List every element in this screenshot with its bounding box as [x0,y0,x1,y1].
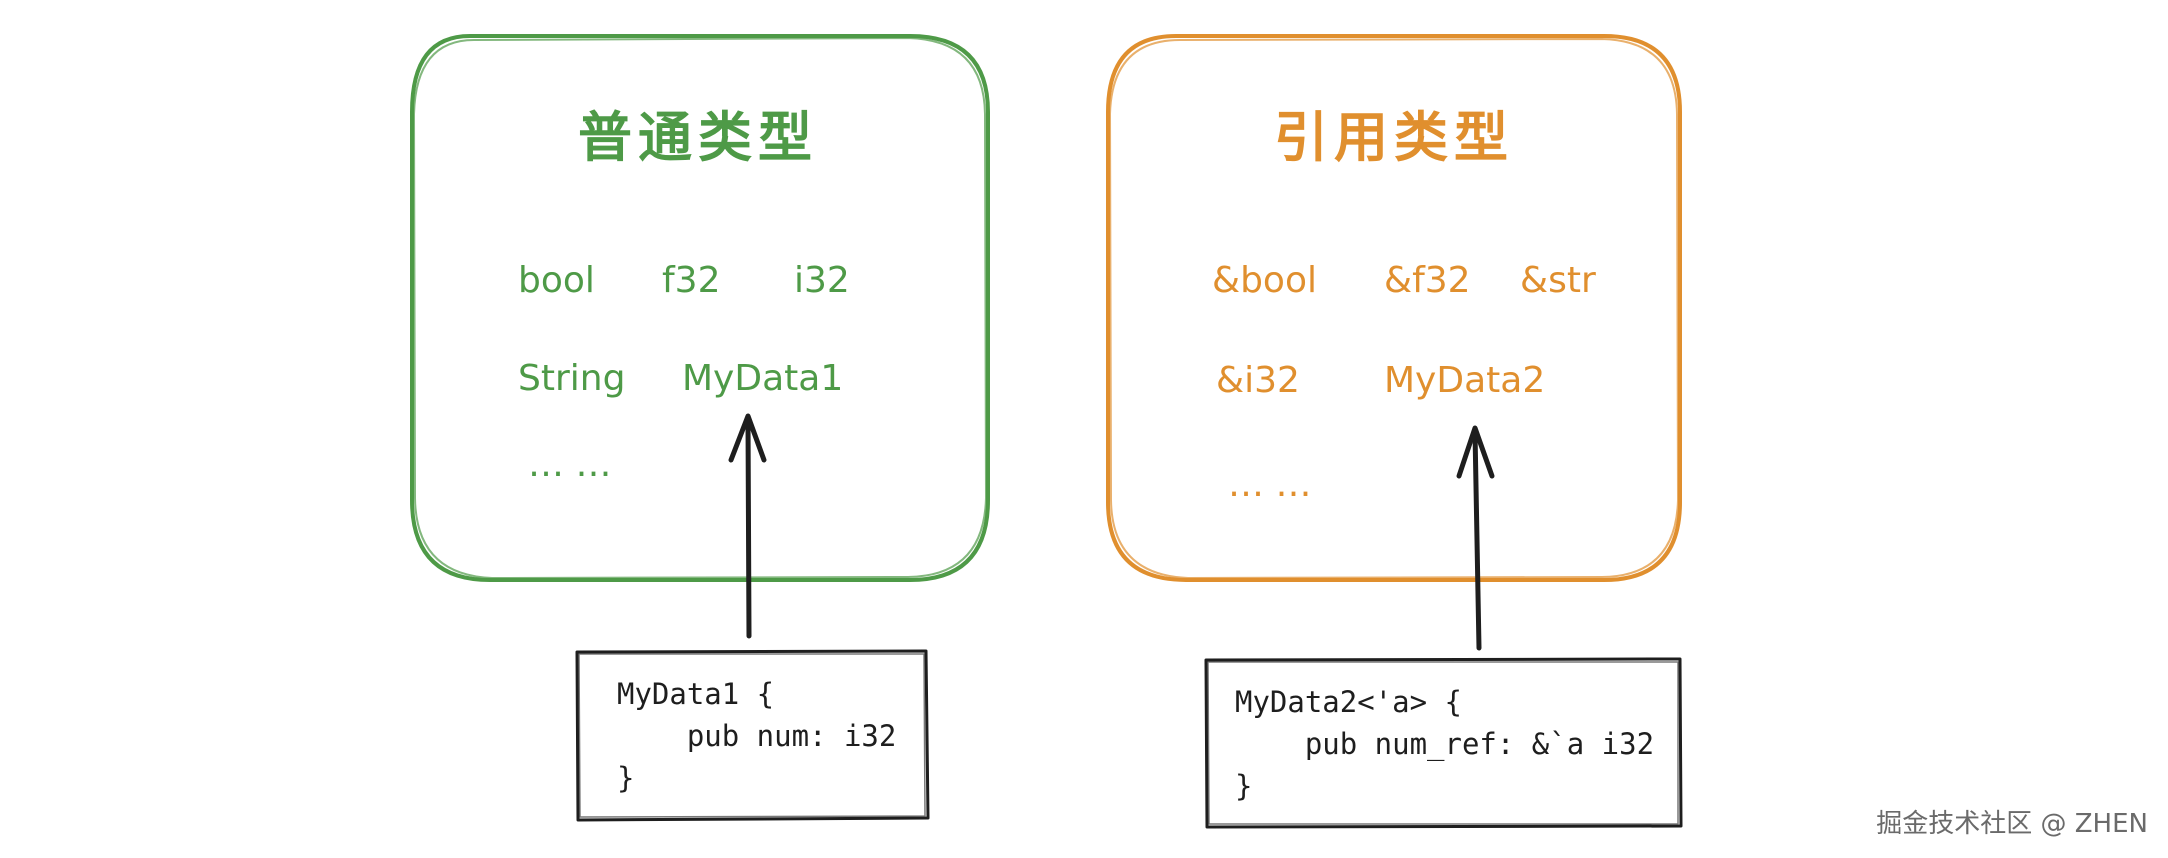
code-line: } [1235,769,1252,803]
reference-types-title: 引用类型 [1274,106,1514,169]
code-box-mydata1-frame [575,649,930,822]
normal-types-box-sketch [413,37,987,579]
type-item-ref-bool: &bool [1212,260,1317,301]
type-item-ref-i32: &i32 [1216,360,1300,401]
code-line: MyData2<'a> { [1235,685,1462,719]
code-line: pub num_ref: &`a i32 [1235,727,1654,762]
type-item-i32: i32 [794,260,850,301]
reference-types-box-sketch [1109,38,1679,579]
code-box-mydata2-frame [1204,657,1683,829]
type-item-mydata2: MyData2 [1384,360,1545,401]
code-line: pub num: i32 [617,719,896,753]
type-item-ref-f32: &f32 [1384,260,1471,301]
type-item-f32: f32 [662,260,720,301]
arrow-mydata2-head [1456,425,1495,479]
reference-types-ellipsis: … … [1228,464,1311,505]
normal-types-ellipsis: … … [528,444,611,485]
normal-types-box [410,34,990,582]
code-box-mydata1: MyData1 { pub num: i32 } [575,649,930,822]
type-item-mydata1: MyData1 [682,358,843,399]
arrow-mydata1-head [728,413,767,463]
reference-types-box [1106,34,1682,582]
code-line: } [617,761,634,795]
code-box-mydata2-sketch [1207,661,1679,825]
code-box-mydata2: MyData2<'a> { pub num_ref: &`a i32 } [1204,657,1683,829]
type-item-bool: bool [518,260,595,301]
type-item-string: String [518,358,625,399]
code-box-mydata1-sketch [578,653,926,818]
arrow-mydata2-shaft [1472,429,1482,651]
reference-types-group: 引用类型 &bool &f32 &str &i32 MyData2 … … [1106,34,1682,582]
type-item-ref-str: &str [1520,260,1596,301]
normal-types-group: 普通类型 bool f32 i32 String MyData1 … … [410,34,990,582]
arrow-mydata1 [728,413,767,639]
code-line: MyData1 { [617,677,774,711]
arrow-mydata2 [1456,425,1495,651]
normal-types-title: 普通类型 [578,106,818,169]
watermark-text: 掘金技术社区 @ ZHEN [1876,809,2148,839]
arrow-mydata1-shaft [745,417,752,639]
